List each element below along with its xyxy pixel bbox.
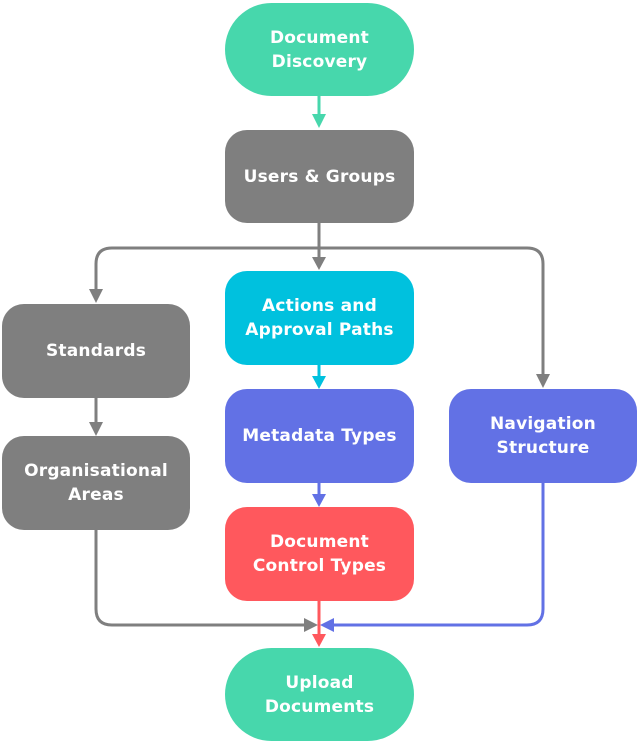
node-label: Standards	[45, 341, 147, 361]
node-label: Document Discovery	[269, 27, 370, 72]
node-document-control-types: Document Control Types	[225, 507, 414, 601]
node-document-discovery: Document Discovery	[225, 3, 414, 96]
node-label: Upload Documents	[264, 672, 375, 717]
arrowhead-icon	[312, 257, 326, 270]
node-users-groups: Users & Groups	[225, 130, 414, 223]
arrowhead-icon	[312, 634, 326, 647]
node-standards: Standards	[2, 304, 190, 398]
edge-actions-to-metadata	[312, 365, 326, 389]
arrowhead-icon	[320, 618, 334, 632]
node-organisational-areas: Organisational Areas	[2, 436, 190, 530]
edge-users-branch	[94, 223, 545, 376]
node-label: Navigation Structure	[490, 414, 596, 458]
node-label: Organisational Areas	[24, 461, 168, 505]
arrowhead-icon	[89, 422, 103, 436]
node-label: Document Control Types	[252, 532, 387, 576]
node-upload-documents: Upload Documents	[225, 648, 414, 741]
node-navigation-structure: Navigation Structure	[449, 389, 637, 483]
arrowhead-icon	[304, 618, 318, 632]
node-label: Metadata Types	[242, 426, 397, 446]
node-actions-approval-paths: Actions and Approval Paths	[225, 271, 414, 365]
node-label: Actions and Approval Paths	[245, 296, 394, 340]
arrowhead-icon	[89, 289, 103, 303]
node-metadata-types: Metadata Types	[225, 389, 414, 483]
node-label: Users & Groups	[243, 166, 396, 187]
edge-org-to-upload	[94, 530, 318, 632]
edge-metadata-to-control	[312, 483, 326, 507]
arrowhead-icon	[312, 376, 326, 389]
arrowhead-icon	[312, 114, 326, 128]
arrowhead-icon	[536, 374, 550, 388]
edge-standards-to-org	[89, 398, 103, 436]
edge-discovery-to-users	[312, 96, 326, 128]
edge-control-to-upload	[312, 601, 326, 647]
edge-navigation-to-upload	[320, 483, 545, 632]
arrowhead-icon	[312, 494, 326, 507]
